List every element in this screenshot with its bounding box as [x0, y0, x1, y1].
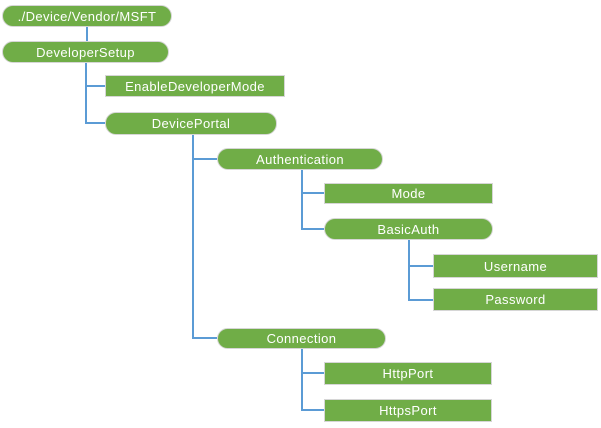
connector-branch-enabledevelopermode: [85, 85, 105, 87]
node-username: Username: [433, 254, 598, 278]
connector-branch-username: [408, 265, 433, 267]
node-httpsport: HttpsPort: [324, 399, 492, 422]
node-deviceportal: DevicePortal: [105, 112, 277, 135]
node-httpport: HttpPort: [324, 362, 492, 385]
connector-branch-deviceportal: [85, 122, 105, 124]
connector-deviceportal-trunk: [192, 135, 194, 339]
connector-branch-httpsport: [301, 409, 324, 411]
node-root-device-vendor-msft: ./Device/Vendor/MSFT: [2, 5, 172, 27]
connector-branch-mode: [301, 192, 324, 194]
connector-branch-authentication: [192, 158, 217, 160]
node-developersetup: DeveloperSetup: [2, 41, 169, 63]
connector-developersetup-trunk: [85, 63, 87, 124]
connector-branch-httpport: [301, 372, 324, 374]
node-authentication: Authentication: [217, 148, 383, 170]
connector-basicauth-trunk: [408, 240, 410, 301]
connector-branch-basicauth: [301, 228, 324, 230]
node-connection: Connection: [217, 328, 386, 349]
node-enabledevelopermode: EnableDeveloperMode: [105, 75, 285, 97]
node-mode: Mode: [324, 183, 493, 204]
node-password: Password: [433, 288, 598, 311]
connector-authentication-trunk: [301, 170, 303, 230]
connector-branch-password: [408, 299, 433, 301]
connector-root-to-developersetup: [86, 27, 88, 41]
connector-branch-connection: [192, 337, 217, 339]
connector-connection-trunk: [301, 349, 303, 411]
node-basicauth: BasicAuth: [324, 218, 493, 240]
